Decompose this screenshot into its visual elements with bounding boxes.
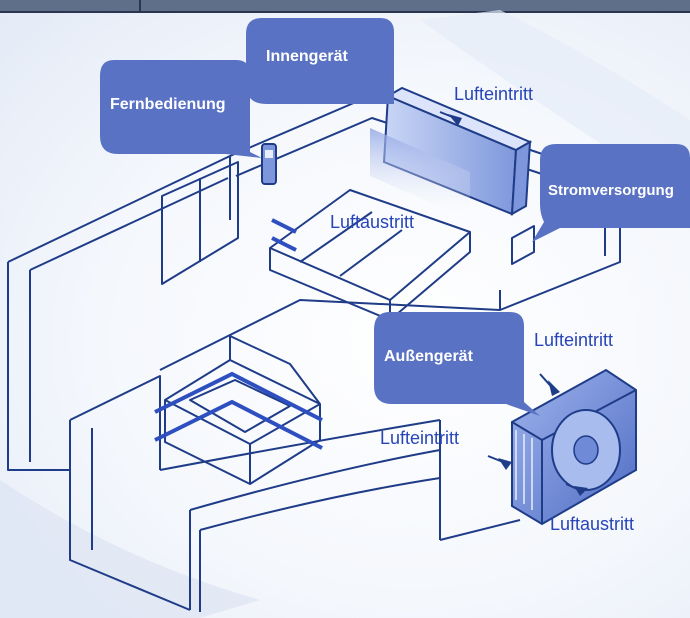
- top-frame-bar: [0, 0, 690, 13]
- callout-bubbles: [100, 18, 690, 416]
- furniture-highlight: [154, 218, 323, 450]
- remote-control: [261, 143, 277, 185]
- airflow-lines: [439, 111, 585, 493]
- curved-wall-base: [199, 477, 441, 612]
- bubble-aussengeraet: [374, 312, 540, 416]
- label-outdoor-air-inlet-side: Lufteintritt: [380, 428, 460, 448]
- left-wall: [7, 155, 231, 471]
- bed-pillow: [299, 211, 403, 277]
- label-aussengeraet: Außengerät: [384, 348, 473, 365]
- indoor-unit: [370, 86, 533, 220]
- bubble-stromversorgung: [532, 144, 690, 242]
- outdoor-unit: [511, 368, 637, 526]
- label-outdoor-air-inlet-top: Lufteintritt: [534, 330, 614, 350]
- sofa-back: [229, 335, 321, 405]
- label-indoor-air-inlet: Lufteintritt: [454, 84, 534, 104]
- curved-wall: [189, 449, 441, 610]
- label-innengeraet: Innengerät: [266, 48, 348, 65]
- left-wall-inner: [29, 177, 229, 462]
- bubble-innengeraet: [246, 18, 394, 104]
- bubble-fernbedienung: [100, 60, 262, 158]
- label-indoor-air-outlet: Luftaustritt: [330, 212, 415, 232]
- floor-edge: [159, 299, 501, 371]
- background-swoosh-lower: [0, 480, 260, 618]
- bed: [269, 189, 471, 321]
- sofa: [164, 359, 321, 485]
- label-fernbedienung: Fernbedienung: [110, 96, 226, 113]
- arrow-icon: [548, 380, 560, 396]
- label-stromversorgung: Stromversorgung: [548, 182, 674, 199]
- wall-box: [511, 225, 535, 265]
- window: [161, 161, 239, 285]
- label-outdoor-air-outlet: Luftaustritt: [550, 514, 635, 534]
- right-room-wall: [439, 420, 521, 541]
